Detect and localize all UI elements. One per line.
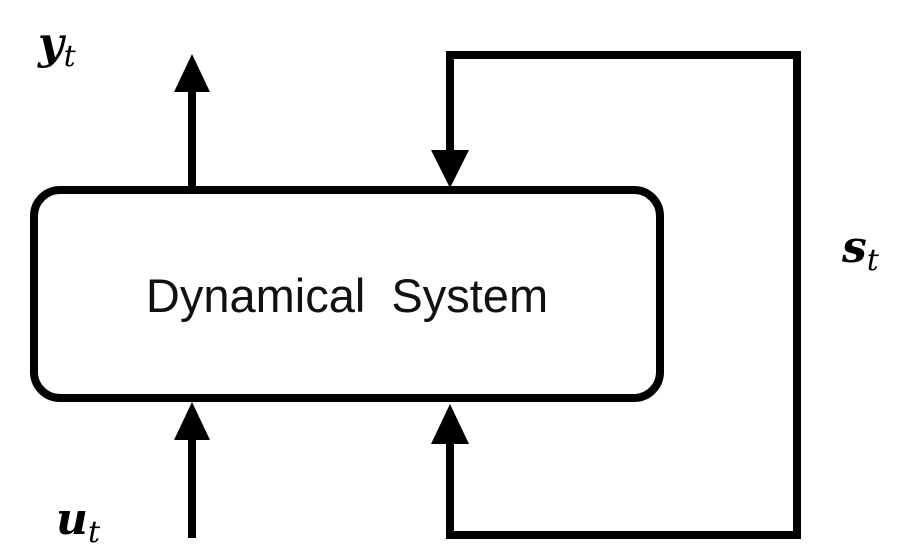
dynamical-system-block (30, 186, 664, 402)
block-label: Dynamical System (146, 269, 548, 322)
output-arrow (174, 54, 210, 188)
feedback-loop (431, 51, 801, 539)
feedback-in-arrowhead (431, 150, 469, 188)
state-label: st (841, 222, 880, 278)
input-label: ut (56, 494, 101, 550)
output-label: yt (37, 18, 77, 74)
feedback-out-arrowhead (431, 404, 469, 444)
input-arrow (174, 402, 210, 538)
